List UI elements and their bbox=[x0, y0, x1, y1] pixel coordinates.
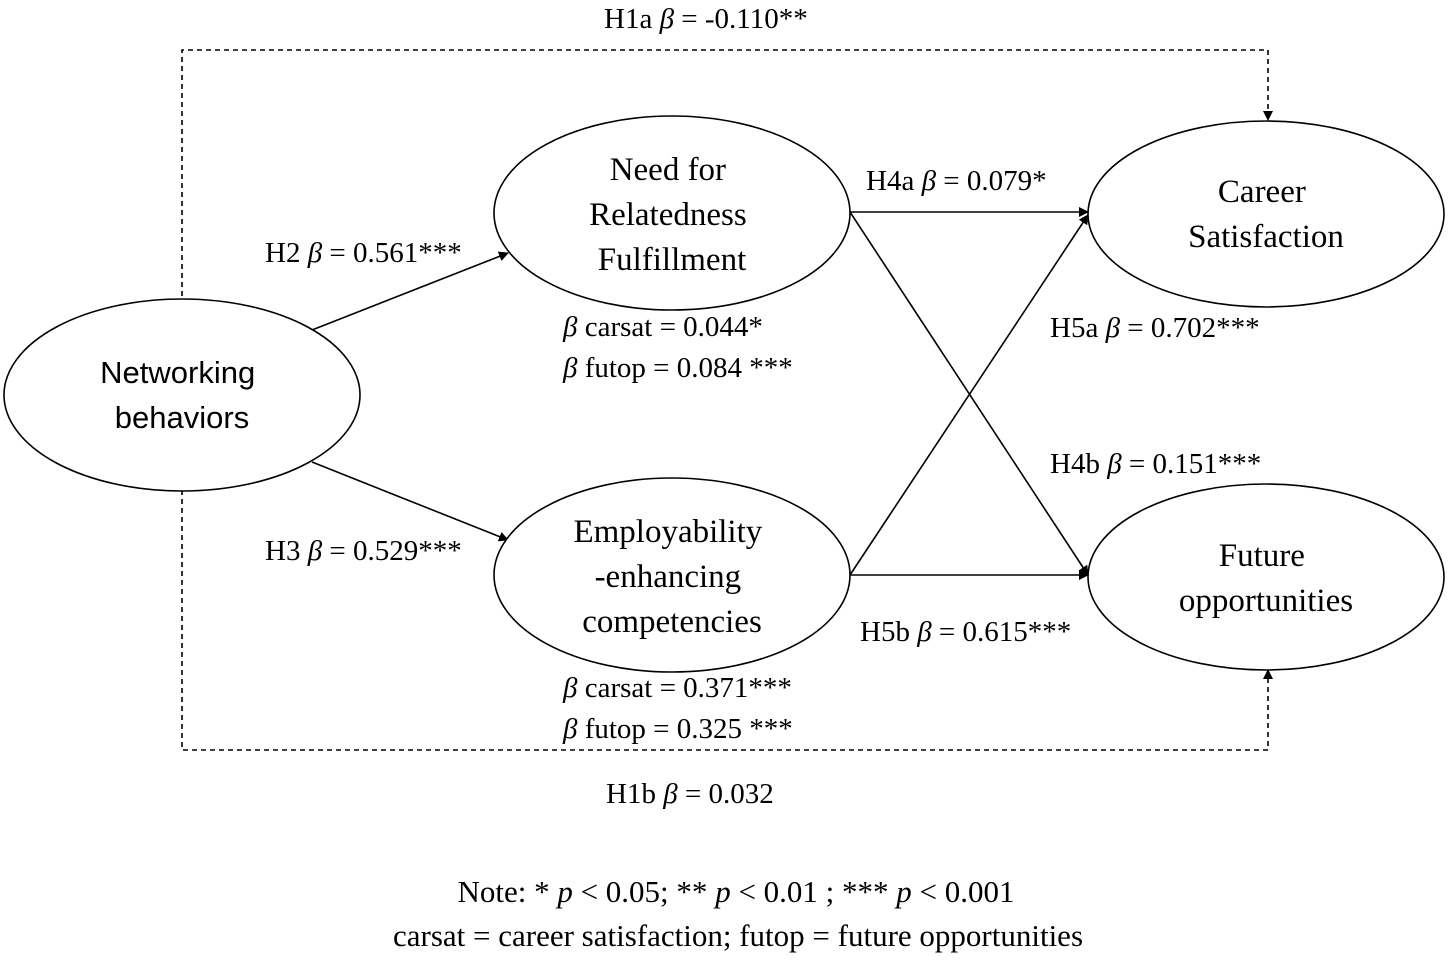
svg-text:Networking behaviors: Networking behaviors bbox=[100, 355, 264, 435]
node-label-line: Employability bbox=[573, 514, 762, 550]
node-networking-behaviors: Networking behaviors bbox=[3, 298, 361, 492]
svg-text:Need for Relatedness: Need for Relatedness Fulfillment bbox=[589, 152, 755, 278]
h3-path bbox=[311, 461, 509, 542]
node-label-line: behaviors bbox=[115, 400, 249, 435]
h1b-label: H1b β = 0.032 bbox=[606, 778, 774, 810]
svg-text:Career Satisfaction: Career Satisfaction bbox=[1188, 174, 1344, 255]
emp-futop-indirect: β futop = 0.325 *** bbox=[562, 713, 793, 745]
h1b-path bbox=[181, 490, 1273, 751]
h1a-path bbox=[181, 49, 1273, 305]
node-label-line: Networking bbox=[100, 355, 255, 390]
h1a-label: H1a β = -0.110** bbox=[604, 3, 808, 35]
h4b-path bbox=[849, 211, 1089, 576]
node-employability: Employability -enhancing competencies bbox=[493, 477, 851, 673]
node-career-satisfaction: Career Satisfaction bbox=[1087, 120, 1445, 308]
svg-text:Employability -enhancing: Employability -enhancing competencies bbox=[573, 514, 770, 640]
h3-label: H3 β = 0.529*** bbox=[265, 535, 462, 567]
note-significance: Note: * p < 0.05; ** p < 0.01 ; *** p < … bbox=[457, 874, 1014, 909]
node-label-line: Relatedness bbox=[589, 197, 747, 233]
note-abbreviations: carsat = career satisfaction; futop = fu… bbox=[393, 918, 1083, 953]
node-future-opportunities: Future opportunities bbox=[1087, 483, 1445, 671]
node-label-line: Future bbox=[1219, 538, 1305, 574]
need-futop-indirect: β futop = 0.084 *** bbox=[562, 352, 793, 384]
h5b-label: H5b β = 0.615*** bbox=[860, 616, 1071, 648]
node-label-line: competencies bbox=[582, 604, 762, 640]
node-label-line: opportunities bbox=[1179, 583, 1353, 619]
node-label-line: Fulfillment bbox=[598, 242, 747, 278]
emp-carsat-indirect: β carsat = 0.371*** bbox=[562, 672, 792, 704]
node-label-line: -enhancing bbox=[595, 559, 742, 595]
h4b-label: H4b β = 0.151*** bbox=[1050, 448, 1261, 480]
h2-path bbox=[311, 251, 509, 331]
node-label-line: Satisfaction bbox=[1188, 219, 1344, 255]
node-label-line: Career bbox=[1218, 174, 1306, 210]
h2-label: H2 β = 0.561*** bbox=[265, 237, 462, 269]
h4a-label: H4a β = 0.079* bbox=[866, 165, 1047, 197]
svg-text:Future opportunities: Future opportunities bbox=[1179, 538, 1353, 619]
h5a-path bbox=[849, 214, 1089, 576]
need-carsat-indirect: β carsat = 0.044* bbox=[562, 311, 763, 343]
node-label-line: Need for bbox=[610, 152, 726, 188]
node-need-relatedness: Need for Relatedness Fulfillment bbox=[493, 115, 851, 311]
h5a-label: H5a β = 0.702*** bbox=[1050, 312, 1260, 344]
